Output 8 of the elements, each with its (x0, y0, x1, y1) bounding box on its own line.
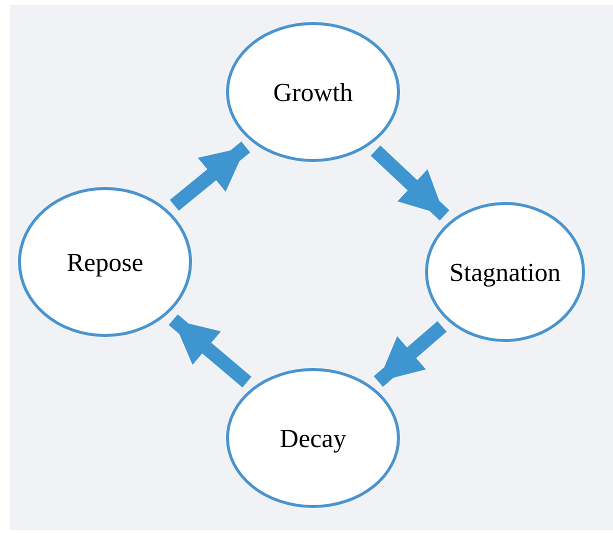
stage-label: Decay (280, 422, 346, 455)
stage-label: Repose (66, 246, 144, 278)
arrow (168, 314, 252, 388)
stage-label: Growth (273, 76, 353, 108)
stage-label: Stagnation (449, 256, 561, 289)
arrow (374, 321, 447, 387)
arrow (370, 145, 450, 220)
arrow (170, 142, 250, 211)
